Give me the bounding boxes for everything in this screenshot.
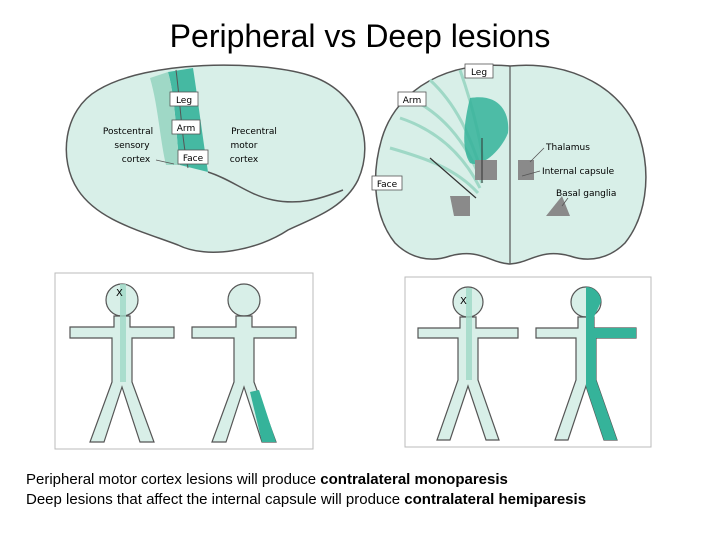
caption-line-1-bold: contralateral monoparesis: [320, 471, 508, 488]
postcentral-pointer: [155, 159, 175, 165]
precentral-label-line3: cortex: [230, 155, 259, 165]
body-left-1: X: [69, 283, 175, 443]
lateral-leg-label: Leg: [176, 96, 192, 106]
lesion-marker: X: [460, 296, 467, 307]
caption-line-2: Deep lesions that affect the internal ca…: [26, 490, 716, 510]
body-right-2: [535, 286, 637, 441]
descending-tract: [429, 157, 477, 199]
postcentral-label-line2: sensory: [114, 141, 150, 151]
slide-title: Peripheral vs Deep lesions: [169, 18, 551, 54]
arm-label-box: [171, 119, 201, 135]
body-affected-strip: [466, 288, 472, 380]
lesion-marker: X: [116, 288, 123, 299]
internal-capsule-pointer: [521, 170, 541, 177]
panel-border: [54, 272, 314, 450]
basal-ganglia-left: [450, 196, 470, 216]
coronal-brain-figure: Leg Arm Face Thalamus Internal capsule B…: [371, 63, 647, 265]
lateral-brain-figure: Leg Arm Face Postcentral sensory cortex …: [65, 64, 366, 253]
precentral-label-line1: Precentral: [231, 127, 277, 137]
coronal-face-label: Face: [377, 180, 398, 190]
caption-line-2-text: Deep lesions that affect the internal ca…: [26, 491, 405, 508]
lateral-ventricle: [464, 97, 509, 164]
thalamus: [475, 160, 497, 180]
monoparesis-bodies-figure: X: [54, 272, 314, 450]
basal-ganglia-label: Basal ganglia: [556, 189, 616, 199]
body-trunk: [191, 315, 297, 443]
panel-border: [404, 276, 652, 448]
internal-capsule-label: Internal capsule: [542, 167, 615, 177]
postcentral-label-line1: Postcentral: [103, 127, 153, 137]
basal-ganglia-right: [546, 196, 570, 216]
affected-half: [586, 287, 636, 440]
body-right-1: X: [417, 286, 519, 441]
caption-line-2-bold: contralateral hemiparesis: [404, 491, 587, 508]
coronal-arm-label: Arm: [403, 96, 421, 106]
precentral-label-line2: motor: [230, 141, 257, 151]
lateral-face-label: Face: [183, 154, 204, 164]
basal-ganglia-pointer: [561, 197, 569, 207]
body-affected-strip: [120, 284, 126, 382]
temporal-fissure: [207, 171, 344, 203]
face-label-box: [177, 149, 209, 165]
body-head: [227, 283, 261, 317]
coronal-leg-box: [464, 63, 494, 79]
hemiparesis-bodies-figure: X: [404, 276, 652, 448]
body-left-2: [191, 283, 297, 443]
thalamus-right: [518, 160, 534, 180]
coronal-arm-box: [397, 91, 427, 107]
thalamus-label: Thalamus: [545, 143, 590, 153]
coronal-face-box: [371, 175, 403, 191]
lateral-arm-label: Arm: [177, 124, 195, 134]
coronal-leg-label: Leg: [471, 68, 487, 78]
caption: Peripheral motor cortex lesions will pro…: [26, 470, 716, 510]
affected-leg: [250, 390, 276, 442]
thalamus-pointer: [529, 147, 545, 163]
caption-line-1: Peripheral motor cortex lesions will pro…: [26, 470, 716, 490]
motor-fibers: [389, 69, 488, 195]
caption-line-1-text: Peripheral motor cortex lesions will pro…: [26, 471, 321, 488]
lateral-brain-outline: [65, 64, 366, 253]
leg-label-box: [169, 91, 199, 107]
postcentral-label-line3: cortex: [122, 155, 151, 165]
